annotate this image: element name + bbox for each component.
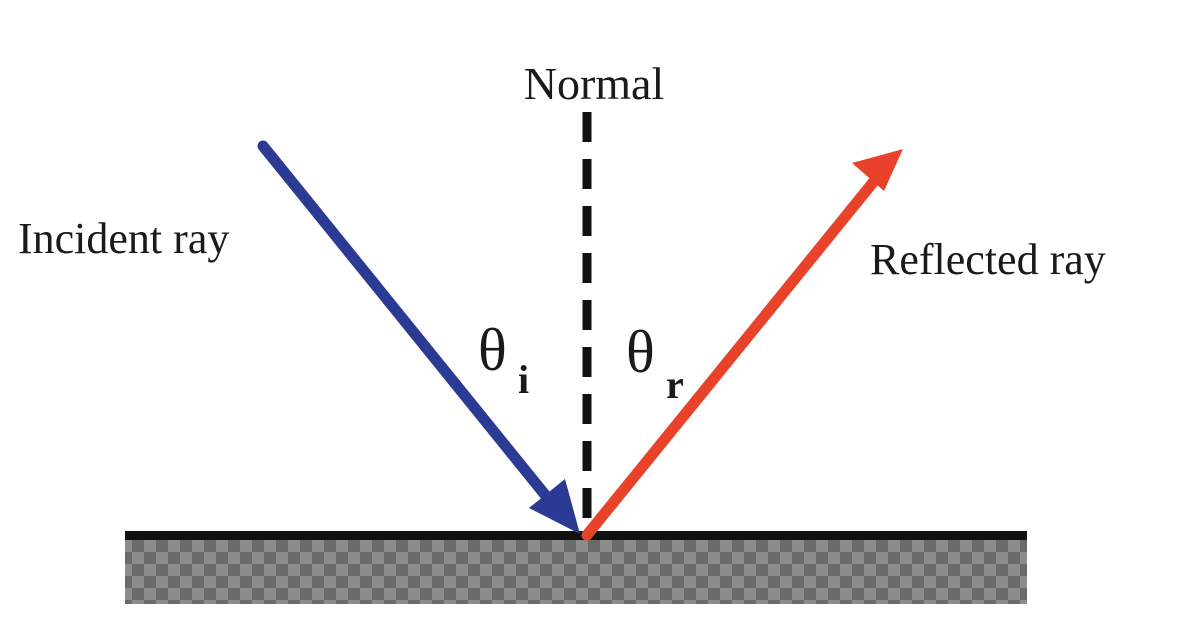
incident-ray-label: Incident ray [18, 214, 229, 263]
incident-ray [257, 140, 552, 502]
reflected-ray [581, 174, 881, 541]
surface-edge [125, 531, 1027, 540]
reflected-ray-label: Reflected ray [870, 235, 1106, 284]
reflecting-surface [125, 538, 1027, 604]
reflection-angle-subscript: r [666, 362, 684, 407]
normal-label: Normal [524, 58, 665, 109]
incident-arrowhead [529, 479, 580, 534]
incidence-angle-subscript: i [518, 357, 529, 402]
reflected-arrowhead [852, 149, 903, 191]
incidence-angle-theta: θ [478, 317, 507, 383]
reflection-angle-theta: θ [626, 319, 655, 385]
